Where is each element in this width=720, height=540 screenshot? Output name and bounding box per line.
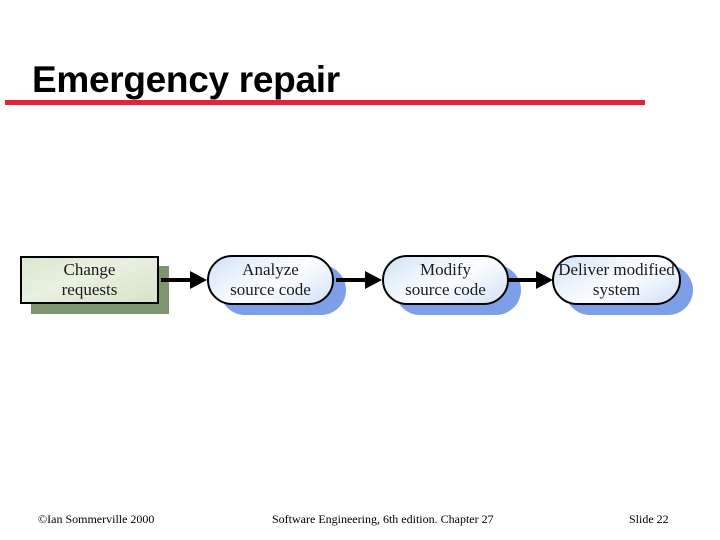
footer-slide-number: Slide 22 bbox=[629, 512, 669, 526]
node-label-line1: Modify bbox=[420, 260, 471, 279]
node-label-modify-source-code: Modify source code bbox=[405, 260, 486, 300]
arrow-head bbox=[536, 271, 553, 289]
title-underline-rule bbox=[5, 100, 645, 105]
arrow-head bbox=[190, 271, 207, 289]
arrow-shaft bbox=[336, 278, 366, 282]
arrow-shaft bbox=[505, 278, 537, 282]
page-title: Emergency repair bbox=[32, 59, 340, 100]
slide-footer: ©Ian Sommerville 2000 Software Engineeri… bbox=[0, 512, 720, 532]
arrow-shaft bbox=[161, 278, 191, 282]
node-label-line1: Deliver modified bbox=[558, 260, 675, 279]
node-label-analyze-source-code: Analyze source code bbox=[230, 260, 311, 300]
arrow-analyze-to-modify bbox=[336, 270, 382, 290]
node-label-line2: source code bbox=[405, 280, 486, 299]
arrow-head bbox=[365, 271, 382, 289]
node-change-requests[interactable]: Change requests bbox=[20, 256, 159, 304]
footer-copyright: ©Ian Sommerville 2000 bbox=[38, 512, 155, 526]
node-label-deliver-modified-system: Deliver modified system bbox=[558, 260, 675, 300]
node-modify-source-code[interactable]: Modify source code bbox=[382, 255, 509, 305]
node-analyze-source-code[interactable]: Analyze source code bbox=[207, 255, 334, 305]
arrow-change-requests-to-analyze bbox=[161, 270, 207, 290]
node-label-line2: requests bbox=[61, 280, 118, 299]
node-label-line1: Analyze bbox=[242, 260, 299, 279]
arrow-modify-to-deliver bbox=[505, 270, 553, 290]
footer-book-reference: Software Engineering, 6th edition. Chapt… bbox=[272, 512, 494, 526]
node-label-line1: Change bbox=[63, 260, 116, 279]
node-label-change-requests: Change requests bbox=[62, 260, 118, 300]
node-label-line2: system bbox=[592, 280, 641, 299]
node-deliver-modified-system[interactable]: Deliver modified system bbox=[552, 255, 681, 305]
node-label-line2: source code bbox=[230, 280, 311, 299]
